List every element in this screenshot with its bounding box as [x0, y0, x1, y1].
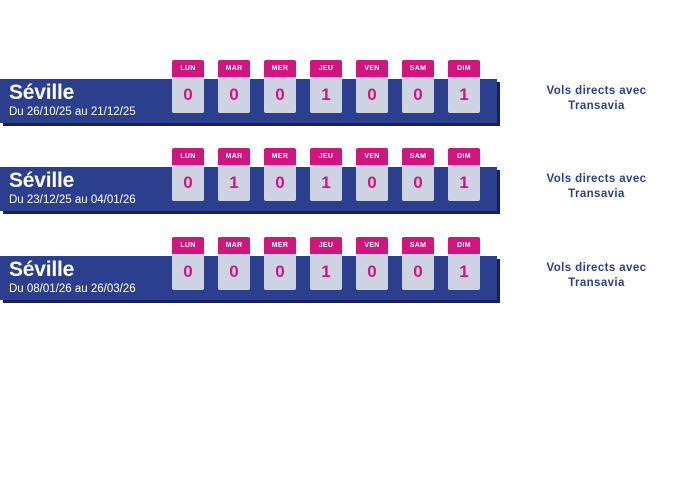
flight-count-cell: 0 [172, 165, 204, 201]
airline-note-line2: Transavia [568, 277, 625, 289]
weekday-label: MER [264, 237, 296, 254]
flight-count-cell: 1 [448, 77, 480, 113]
flight-count-cell: 0 [172, 77, 204, 113]
weekday-label: JEU [310, 148, 342, 165]
weekday-label: MER [264, 60, 296, 77]
destination-period: Du 08/01/26 au 26/03/26 [9, 283, 136, 295]
destination-period: Du 23/12/25 au 04/01/26 [9, 194, 136, 206]
weekday-label: JEU [310, 60, 342, 77]
weekday-label: MAR [218, 60, 250, 77]
flight-count-cell: 1 [448, 254, 480, 290]
flight-count-cell: 0 [402, 165, 434, 201]
weekday-label: DIM [448, 148, 480, 165]
weekday-label: JEU [310, 237, 342, 254]
weekday-label: DIM [448, 237, 480, 254]
weekday-label: VEN [356, 148, 388, 165]
destination-name: Séville [9, 81, 75, 104]
flight-count-cell: 1 [310, 254, 342, 290]
airline-note-line2: Transavia [568, 100, 625, 112]
airline-note-line1: Vols directs avec [546, 262, 647, 274]
airline-note-line1: Vols directs avec [546, 173, 647, 185]
destination-name: Séville [9, 258, 75, 281]
airline-note-line1: Vols directs avec [546, 85, 647, 97]
weekday-label: SAM [402, 237, 434, 254]
airline-note-line2: Transavia [568, 188, 625, 200]
weekday-label: DIM [448, 60, 480, 77]
flight-count-cell: 0 [356, 77, 388, 113]
flight-count-cell: 1 [310, 165, 342, 201]
flight-count-cell: 1 [218, 165, 250, 201]
flight-count-cell: 1 [448, 165, 480, 201]
destination-block: Séville Du 08/01/26 au 26/03/26 [9, 258, 169, 296]
flight-count-cell: 0 [402, 77, 434, 113]
flight-count-cell: 0 [218, 254, 250, 290]
flight-count-cell: 0 [172, 254, 204, 290]
flight-count-cell: 0 [356, 165, 388, 201]
flight-count-cell: 1 [310, 77, 342, 113]
weekday-label: VEN [356, 60, 388, 77]
flight-count-cell: 0 [218, 77, 250, 113]
flight-count-cell: 0 [402, 254, 434, 290]
flight-count-cell: 0 [264, 165, 296, 201]
flight-count-cell: 0 [264, 254, 296, 290]
weekday-label: LUN [172, 148, 204, 165]
weekday-label: VEN [356, 237, 388, 254]
weekday-label: LUN [172, 60, 204, 77]
weekday-label: MER [264, 148, 296, 165]
weekday-label: MAR [218, 237, 250, 254]
destination-block: Séville Du 26/10/25 au 21/12/25 [9, 81, 169, 119]
flight-count-cell: 0 [356, 254, 388, 290]
weekday-label: MAR [218, 148, 250, 165]
weekday-label: SAM [402, 60, 434, 77]
destination-name: Séville [9, 169, 75, 192]
weekday-label: SAM [402, 148, 434, 165]
weekday-label: LUN [172, 237, 204, 254]
flight-count-cell: 0 [264, 77, 296, 113]
destination-block: Séville Du 23/12/25 au 04/01/26 [9, 169, 169, 207]
destination-period: Du 26/10/25 au 21/12/25 [9, 106, 136, 118]
